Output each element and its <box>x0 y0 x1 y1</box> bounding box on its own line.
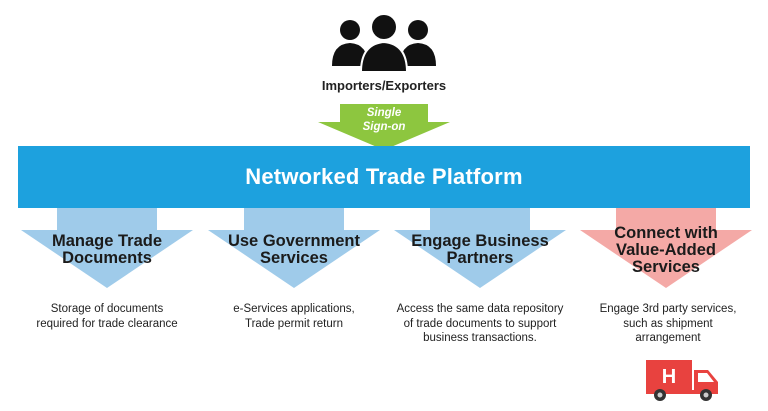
service-desc-business-partners: Access the same data repository of trade… <box>370 302 590 346</box>
service-arrow-value-added <box>580 208 752 288</box>
service-title-manage-documents: Manage Trade Documents <box>19 233 195 267</box>
service-desc-value-added: Engage 3rd party services, such as shipm… <box>574 302 762 346</box>
desc-line: Engage 3rd party services, <box>599 303 737 315</box>
desc-line: of trade documents to support <box>403 317 557 330</box>
service-desc-manage-documents: Storage of documents required for trade … <box>17 302 197 331</box>
service-arrow-manage-documents <box>21 208 193 288</box>
service-title-line: Services <box>632 258 700 276</box>
desc-line: arrangement <box>635 332 701 344</box>
service-title-value-added: Connect with Value-Added Services <box>578 225 754 276</box>
desc-line: Storage of documents <box>50 303 164 315</box>
service-title-line: Manage Trade <box>51 232 163 250</box>
service-title-government: Use Government Services <box>206 233 382 267</box>
service-title-business-partners: Engage Business Partners <box>392 233 568 267</box>
platform-title: Networked Trade Platform <box>245 164 523 189</box>
platform-bar: Networked Trade Platform <box>18 146 750 208</box>
service-title-line: Engage Business <box>411 232 549 250</box>
service-title-line: Connect with <box>614 224 718 242</box>
sso-line-2: Sign-on <box>362 121 406 133</box>
service-arrow-business-partners <box>394 208 566 288</box>
single-sign-on-label: Single Sign-on <box>334 106 434 134</box>
svg-text:H: H <box>662 366 676 388</box>
desc-line: Trade permit return <box>245 317 343 330</box>
desc-line: required for trade clearance <box>36 317 178 330</box>
desc-line: Access the same data repository <box>396 303 564 315</box>
service-title-line: Partners <box>446 249 514 267</box>
desc-line: e-Services applications, <box>233 303 355 315</box>
desc-line: business transactions. <box>423 332 537 344</box>
service-title-line: Use Government <box>227 232 361 250</box>
service-title-line: Value-Added <box>616 241 716 259</box>
desc-line: such as shipment <box>623 317 713 330</box>
service-title-line: Documents <box>62 249 152 267</box>
service-title-line: Services <box>260 249 328 267</box>
service-desc-government: e-Services applications, Trade permit re… <box>204 302 384 331</box>
single-sign-on-arrow <box>318 104 450 150</box>
actor-label: Importers/Exporters <box>321 78 447 93</box>
sso-line-1: Single <box>366 107 402 119</box>
service-arrow-government <box>208 208 380 288</box>
group-of-people-icon <box>332 15 436 73</box>
delivery-truck-icon: H <box>646 360 718 401</box>
